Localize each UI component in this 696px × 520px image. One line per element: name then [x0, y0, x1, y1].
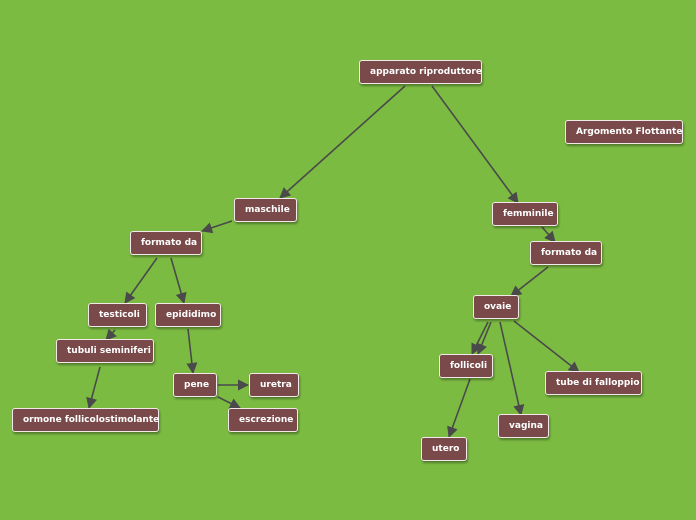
edge-ovaie-follicoli-a — [471, 321, 489, 356]
edge-ovaie-follicoli-b — [476, 321, 492, 356]
node-pene[interactable]: pene — [173, 373, 217, 397]
node-uretra[interactable]: uretra — [249, 373, 299, 397]
node-escrezione[interactable]: escrezione — [228, 408, 298, 432]
node-testicoli[interactable]: testicoli — [88, 303, 147, 327]
node-epididimo[interactable]: epididimo — [155, 303, 221, 327]
edge-ovaie-vagina — [499, 321, 525, 417]
edge-epididimo-pene — [186, 328, 198, 375]
node-maschile[interactable]: maschile — [234, 198, 297, 222]
edge-ovaie-tube — [513, 320, 580, 373]
node-femminile[interactable]: femminile — [492, 202, 558, 226]
node-formato-da-femminile[interactable]: formato da — [530, 241, 602, 265]
edge-testicoli-tubuli — [105, 328, 117, 341]
node-utero[interactable]: utero — [421, 437, 467, 461]
node-argomento-flottante[interactable]: Argomento Flottante — [565, 120, 683, 144]
edge-femminile-formato — [541, 226, 556, 243]
edge-pene-escrezione — [217, 396, 242, 409]
node-formato-da-maschile[interactable]: formato da — [130, 231, 202, 255]
node-ovaie[interactable]: ovaie — [473, 295, 519, 319]
edge-tubuli-ormone — [86, 366, 101, 410]
node-apparato-riproduttore[interactable]: apparato riproduttore — [359, 60, 482, 84]
edge-formato-epididimo — [170, 257, 187, 305]
edge-root-femminile — [431, 85, 519, 204]
node-ormone-follicolostimolante[interactable]: ormone follicolostimolante — [12, 408, 159, 432]
node-vagina[interactable]: vagina — [498, 414, 549, 438]
node-tubuli-seminiferi[interactable]: tubuli seminiferi — [56, 339, 154, 363]
node-tube-di-falloppio[interactable]: tube di falloppio — [545, 371, 642, 395]
edge-maschile-formato — [200, 220, 233, 234]
node-follicoli[interactable]: follicoli — [439, 354, 493, 378]
edge-formato-testicoli — [124, 257, 158, 304]
edge-root-maschile — [279, 85, 406, 199]
edge-follicoli-utero — [447, 378, 471, 439]
edge-formato-ovaie — [510, 266, 549, 297]
